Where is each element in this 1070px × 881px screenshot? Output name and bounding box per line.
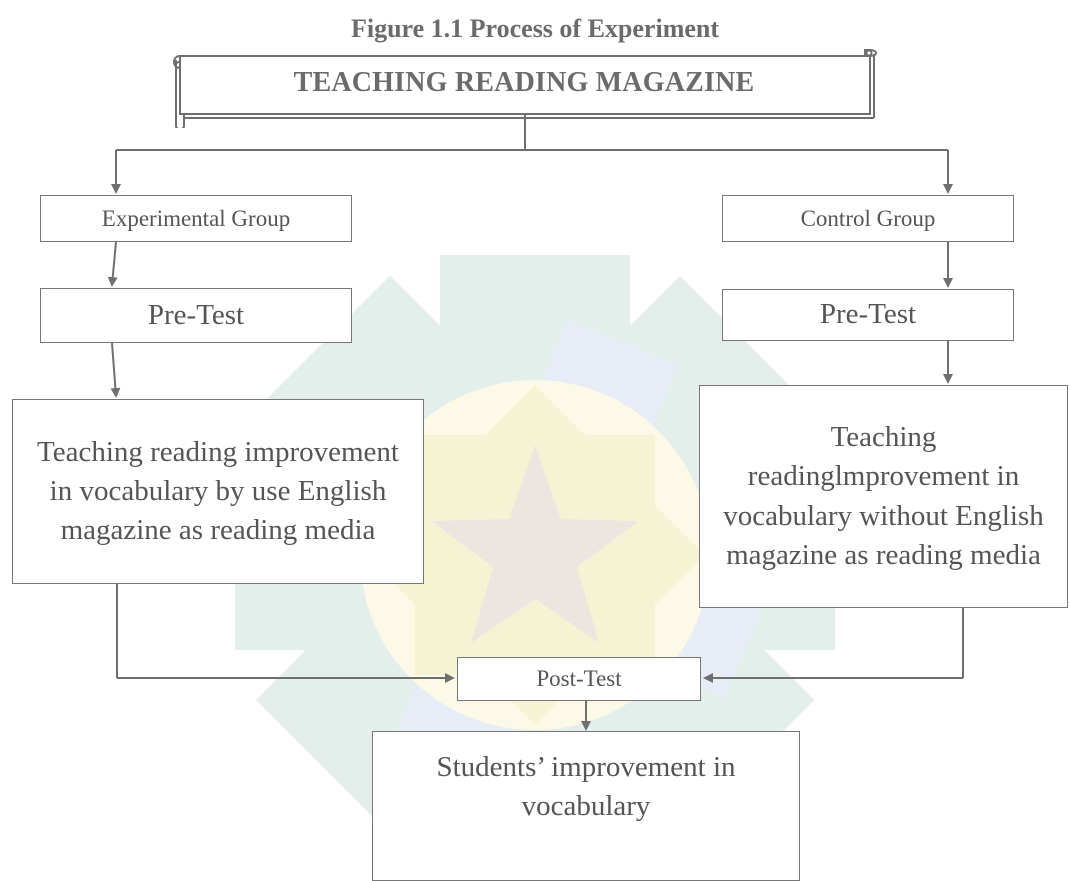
control-group-box: Control Group (722, 195, 1014, 242)
control-group-label: Control Group (800, 205, 936, 231)
control-treatment-box: Teaching readinglmprovement in vocabular… (699, 385, 1068, 608)
experimental-group-label: Experimental Group (101, 205, 291, 231)
control-treatment-label: Teaching readinglmprovement in vocabular… (723, 421, 1044, 571)
banner-label: TEACHING READING MAGAZINE (293, 67, 755, 98)
figure-title: Figure 1.1 Process of Experiment (350, 14, 720, 43)
outcome-box: Students’ improvement in vocabulary (372, 731, 800, 881)
experimental-group-box: Experimental Group (40, 195, 352, 242)
experimental-treatment-label: Teaching reading improvement in vocabula… (37, 435, 399, 547)
experimental-treatment-box: Teaching reading improvement in vocabula… (12, 399, 424, 584)
scroll-banner-shape (173, 49, 877, 128)
outcome-label: Students’ improvement in vocabulary (436, 751, 736, 823)
experimental-pretest-label: Pre-Test (147, 298, 245, 331)
experimental-pretest-box: Pre-Test (40, 288, 352, 343)
control-pretest-label: Pre-Test (819, 298, 917, 331)
control-pretest-box: Pre-Test (722, 289, 1014, 341)
scroll-banner: TEACHING READING MAGAZINE (170, 48, 878, 128)
post-test-box: Post-Test (457, 657, 701, 701)
post-test-label: Post-Test (536, 666, 622, 691)
